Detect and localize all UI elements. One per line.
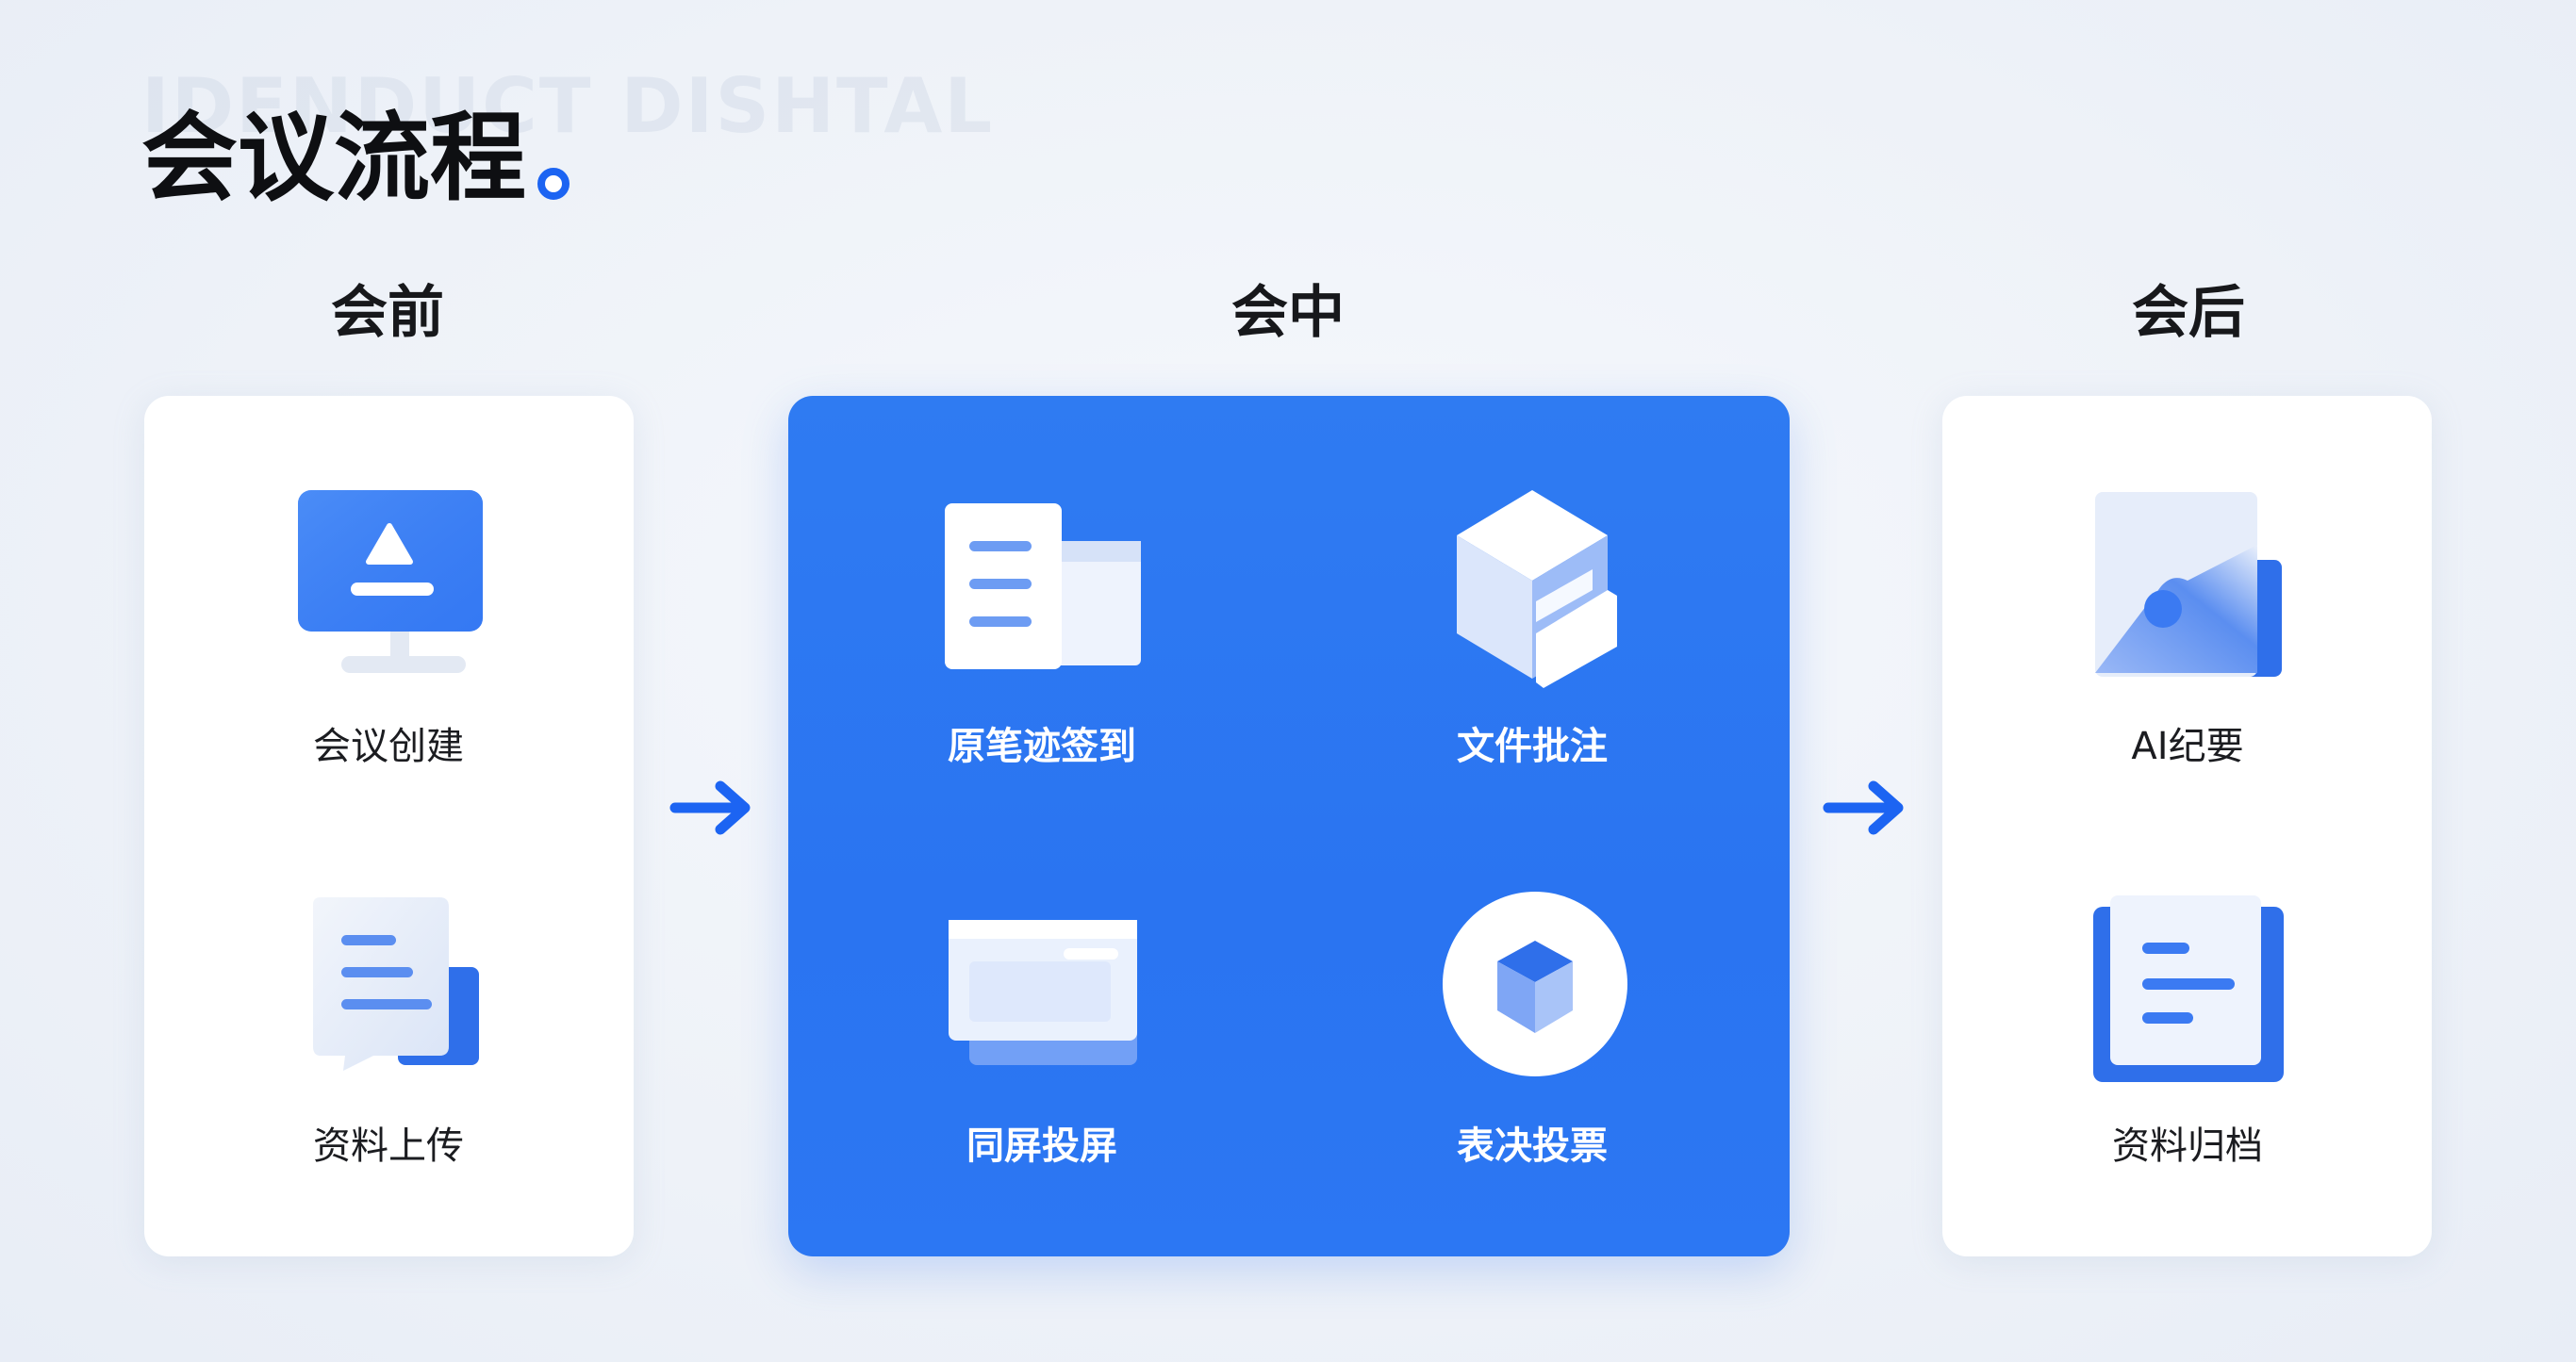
item-label-handwriting-signin: 原笔迹签到	[948, 725, 1136, 768]
item-label-ai-summary: AI纪要	[2131, 725, 2244, 768]
title-dot-icon	[537, 168, 570, 200]
handwriting-signin-icon	[945, 503, 1141, 669]
item-label-meeting-create: 会议创建	[313, 725, 464, 768]
item-label-screen-cast: 同屏投屏	[966, 1124, 1117, 1168]
item-label-material-upload: 资料上传	[313, 1124, 464, 1168]
page-title: 会议流程	[141, 103, 526, 215]
ai-summary-icon	[2095, 492, 2282, 677]
stage-label-before: 会前	[331, 280, 444, 346]
monitor-upload-icon	[298, 490, 483, 673]
background-watermark: IDENDUCT DISHTAL	[141, 62, 995, 150]
vote-badge-icon	[1443, 892, 1627, 1076]
stage-label-during: 会中	[1231, 280, 1345, 346]
item-label-archive: 资料归档	[2112, 1124, 2263, 1168]
archive-document-icon	[2093, 895, 2284, 1082]
document-upload-icon	[313, 897, 479, 1071]
cube-annotation-icon	[1457, 490, 1617, 688]
arrow-right-icon	[1823, 780, 1904, 835]
arrow-right-icon	[669, 780, 751, 835]
item-label-file-annotation: 文件批注	[1457, 725, 1608, 768]
item-label-voting: 表决投票	[1457, 1124, 1608, 1168]
stage-label-after: 会后	[2132, 280, 2245, 346]
screen-cast-icon	[949, 920, 1137, 1065]
